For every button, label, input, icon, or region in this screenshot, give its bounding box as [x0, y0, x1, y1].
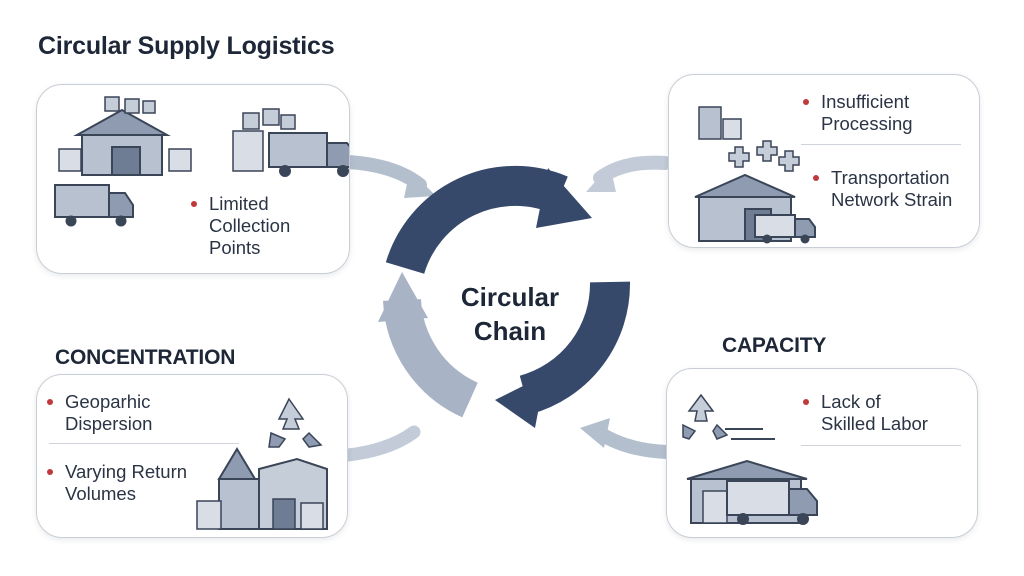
section-label-concentration: CONCENTRATION — [55, 346, 236, 369]
connector-arrow-bottom-left — [341, 425, 421, 462]
divider — [801, 144, 961, 145]
delivery-truck-icon — [754, 214, 816, 244]
bullet-transportation-network-strain: Transportation Network Strain — [811, 167, 952, 211]
bullet-varying-return-volumes: Varying Return Volumes — [45, 461, 187, 505]
cycle-arrow-right — [495, 281, 630, 428]
boxes-icon — [232, 108, 296, 172]
bullet-lack-of-skilled-labor: Lack of Skilled Labor — [801, 391, 928, 435]
card-capacity: Lack of Skilled Labor — [666, 368, 978, 538]
recycle-icon — [682, 393, 729, 440]
center-label: Circular Chain — [460, 282, 560, 346]
card-illustration — [54, 96, 349, 227]
speed-lines-icon — [725, 428, 775, 440]
delivery-truck-icon — [268, 132, 349, 177]
connector-arrow-bottom-right — [580, 418, 673, 459]
warehouse-icon — [196, 447, 328, 530]
connector-arrow-top-left — [341, 155, 436, 198]
delivery-truck-icon — [726, 480, 818, 525]
card-limited-collection: Limited Collection Points — [36, 84, 350, 274]
card-illustration — [682, 393, 818, 525]
card-illustration — [694, 106, 816, 244]
section-label-capacity: CAPACITY — [722, 334, 827, 357]
warehouse-icon — [58, 96, 192, 176]
divider — [49, 443, 239, 444]
medical-cross-icon — [728, 140, 800, 172]
bullet-geographic-dispersion: Geoparhic Dispersion — [45, 391, 152, 435]
bullet-limited-collection-points: Limited Collection Points — [189, 193, 290, 259]
cycle-arrow-bottom-left — [378, 272, 479, 418]
page-title: Circular Supply Logistics — [38, 32, 335, 60]
card-concentration: Geoparhic Dispersion Varying Return Volu… — [36, 374, 348, 538]
card-processing-transport: Insufficient Processing Transportation N… — [668, 74, 980, 248]
boxes-icon — [698, 106, 742, 140]
divider — [801, 445, 961, 446]
cycle-arrow-top — [385, 165, 592, 275]
card-illustration — [196, 397, 328, 530]
delivery-truck-icon — [54, 184, 134, 227]
connector-arrow-top-right — [586, 155, 672, 192]
recycle-icon — [268, 397, 323, 448]
bullet-insufficient-processing: Insufficient Processing — [801, 91, 913, 135]
